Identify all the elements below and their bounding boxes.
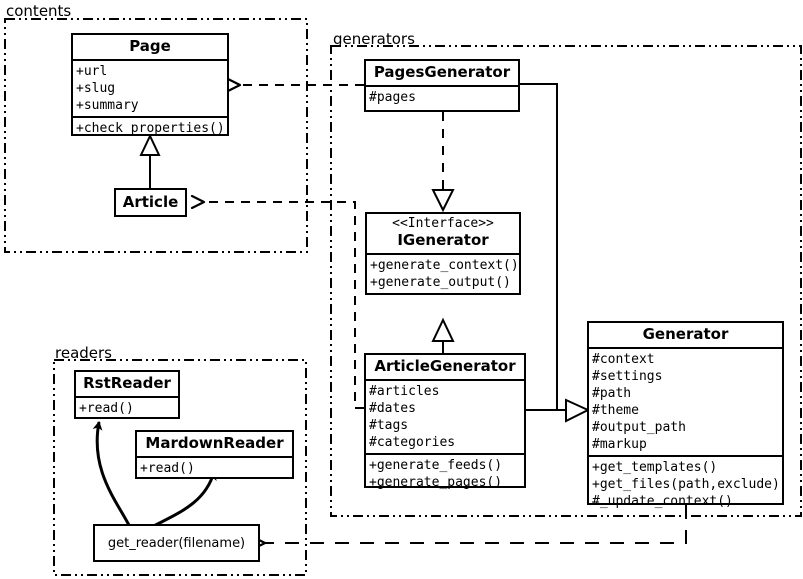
attribute-row: #settings [592, 369, 663, 385]
attribute-row: #output_path [592, 420, 686, 436]
function-label: get_reader(filename) [107, 535, 246, 551]
class-box-article[interactable]: Article [114, 188, 187, 217]
attribute-row: #articles [369, 384, 440, 400]
attribute-row: #theme [592, 403, 639, 419]
attribute-row: +url [76, 64, 108, 80]
methods-rst-reader: +read() [76, 398, 178, 419]
function-box-get-reader[interactable]: get_reader(filename) [93, 524, 260, 562]
attributes-page: +url +slug +summary [73, 61, 227, 116]
method-row: +generate_pages() [369, 475, 503, 491]
method-row: #_update_context() [592, 494, 733, 510]
methods-mardown-reader: +read() [137, 458, 292, 479]
package-label-readers: readers [53, 344, 114, 362]
method-row: +get_files(path,exclude) [592, 477, 780, 493]
method-row: +generate_feeds() [369, 458, 503, 474]
class-box-mardown-reader[interactable]: MardownReader +read() [135, 430, 294, 479]
class-box-article-generator[interactable]: ArticleGenerator #articles #dates #tags … [364, 353, 526, 490]
package-label-contents: contents [4, 2, 74, 20]
attribute-row: #path [592, 386, 632, 402]
method-row: +get_templates() [592, 460, 718, 476]
attribute-row: +slug [76, 81, 116, 97]
class-box-pages-generator[interactable]: PagesGenerator #pages [364, 59, 520, 112]
class-name-generator: Generator [642, 325, 729, 343]
attribute-row: #dates [369, 401, 416, 417]
attribute-row: #categories [369, 435, 456, 451]
attribute-row: #markup [592, 437, 647, 453]
method-row: +check_properties() [76, 121, 225, 137]
attributes-article-generator: #articles #dates #tags #categories [366, 381, 524, 453]
class-box-page[interactable]: Page +url +slug +summary +check_properti… [71, 33, 229, 136]
class-name-page: Page [129, 37, 171, 55]
class-box-igenerator[interactable]: <<Interface>> IGenerator +generate_conte… [365, 212, 521, 295]
methods-igenerator: +generate_context() +generate_output() [367, 255, 519, 293]
class-name-mardown-reader: MardownReader [145, 434, 284, 452]
attributes-pages-generator: #pages [366, 87, 518, 108]
method-row: +read() [140, 461, 195, 477]
attribute-row: +summary [76, 98, 139, 114]
class-name-article-generator: ArticleGenerator [374, 357, 516, 375]
method-row: +generate_context() [370, 258, 519, 274]
methods-page: +check_properties() [73, 118, 227, 139]
class-name-rst-reader: RstReader [83, 374, 171, 392]
class-name-pages-generator: PagesGenerator [373, 63, 511, 81]
attribute-row: #pages [369, 90, 416, 106]
method-row: +generate_output() [370, 275, 511, 291]
class-box-rst-reader[interactable]: RstReader +read() [74, 370, 180, 419]
stereotype-label: <<Interface>> [392, 216, 494, 231]
attributes-generator: #context #settings #path #theme #output_… [589, 349, 782, 455]
class-name-article: Article [122, 192, 179, 211]
class-title: IGenerator [397, 230, 489, 249]
class-name-igenerator: <<Interface>> IGenerator [367, 214, 519, 253]
methods-generator: +get_templates() +get_files(path,exclude… [589, 457, 782, 512]
attribute-row: #tags [369, 418, 409, 434]
attribute-row: #context [592, 352, 655, 368]
method-row: +read() [79, 401, 134, 417]
methods-article-generator: +generate_feeds() +generate_pages() [366, 455, 524, 493]
class-box-generator[interactable]: Generator #context #settings #path #them… [587, 321, 784, 509]
package-label-generators: generators [331, 30, 417, 48]
